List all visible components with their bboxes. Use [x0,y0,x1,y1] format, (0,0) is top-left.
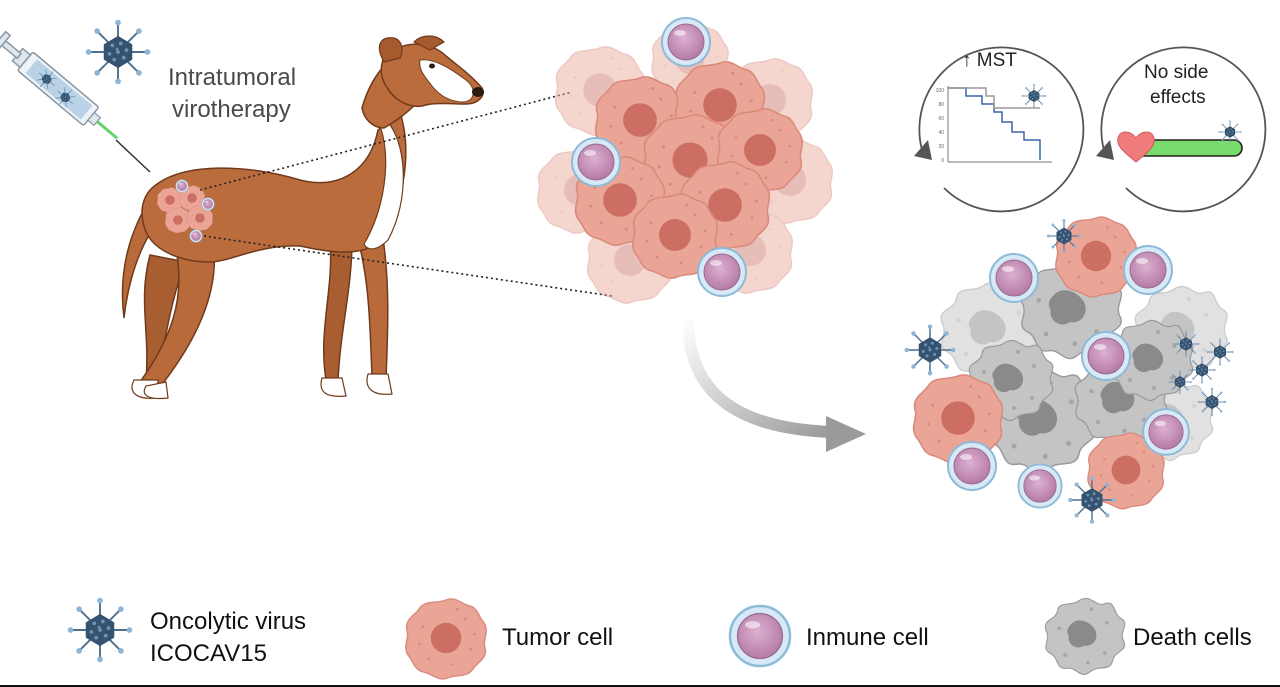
side-effects-line2: effects [1150,87,1206,108]
mst-y-ticks: 100 80 60 40 20 0 [930,84,944,168]
syringe-icon [0,30,151,173]
virus-icon-mst [1021,83,1047,109]
y-tick: 20 [938,144,944,150]
legend-virus-line2: ICOCAV15 [150,640,267,667]
transition-arrow [682,312,866,452]
legend-immune-icon [728,604,792,668]
title-line1: Intratumoral [168,64,297,91]
virus-icon-side [1218,120,1242,144]
dying-cluster [903,216,1234,525]
legend-tumor-icon [405,598,487,680]
legend-immune-label: Inmune cell [806,624,929,651]
mst-panel [914,46,1085,213]
survival-chart [947,86,1052,163]
legend-tumor-label: Tumor cell [502,624,614,651]
y-tick: 80 [938,102,944,108]
heart-icon [1117,131,1155,163]
y-tick: 40 [938,130,944,136]
tumor-cluster [536,17,834,304]
virus-icon-title [84,18,152,86]
legend-virus-line1: Oncolytic virus [150,608,307,635]
side-effects-panel [1096,46,1267,213]
bottom-rule [0,685,1280,687]
y-tick: 100 [935,88,944,94]
y-tick: 60 [938,116,944,122]
mst-label: ↑ MST [962,50,1017,71]
legend-death-label: Death cells [1133,624,1252,651]
y-tick: 0 [941,158,944,164]
legend-death-icon [1044,597,1126,676]
legend-virus-icon [66,596,134,664]
zoom-line-bottom [203,235,613,297]
zoom-line-top [199,91,573,191]
side-effects-line1: No side [1144,62,1209,83]
title-line2: virotherapy [172,96,291,123]
